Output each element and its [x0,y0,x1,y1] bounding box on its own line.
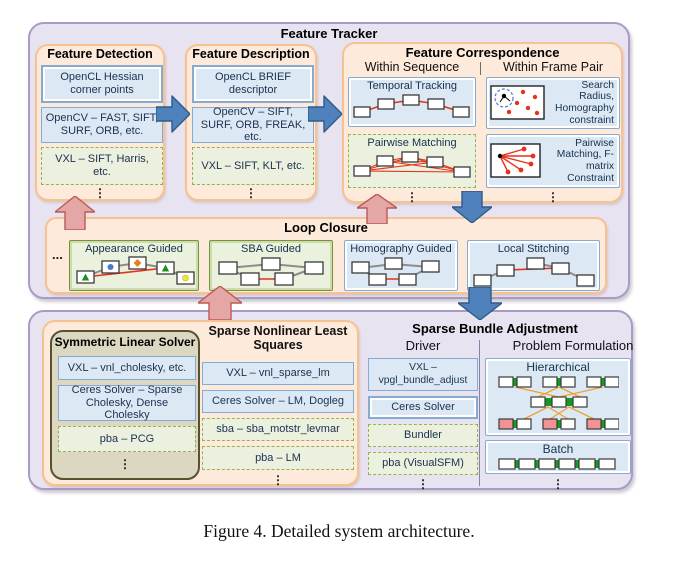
box-pba-visualsfm: pba (VisualSFM) [368,452,478,475]
within-frame-pair-header: Within Frame Pair [502,60,604,74]
appearance-guided-label: Appearance Guided [85,243,183,255]
more-ellipsis: ⋮ [272,473,284,487]
feature-correspondence-panel: Feature Correspondence Within Sequence W… [342,42,623,203]
sba-guided-label: SBA Guided [241,243,301,255]
box-vxl-cholesky: VXL – vnl_cholesky, etc. [58,356,196,380]
feature-tracker-title: Feature Tracker [280,26,378,41]
more-ellipsis: ⋮ [552,477,564,491]
box-pba-pcg: pba – PCG [58,426,196,452]
box-opencv-detectors: OpenCV – FAST, SIFT, SURF, ORB, etc. [41,107,163,143]
pairwise-matching-box: Pairwise Matching [348,134,476,188]
blue-right-arrow-icon [156,95,190,133]
within-sequence-header: Within Sequence [364,60,460,74]
temporal-tracking-label: Temporal Tracking [367,80,457,92]
homography-guided-diagram [350,257,440,286]
box-vxl-detectors: VXL – SIFT, Harris, etc. [41,147,163,185]
pink-up-arrow-icon [55,196,95,230]
loop-closure-title: Loop Closure [284,220,368,235]
batch-diagram [498,458,616,470]
more-ellipsis: ⋮ [406,190,418,204]
f-matrix-label: Pairwise Matching, F-matrix Constraint [556,137,614,184]
hierarchical-diagram [498,376,619,430]
box-ceres-solver-driver: Ceres Solver [368,396,478,419]
batch-box: Batch [485,440,631,474]
temporal-tracking-diagram [353,94,470,118]
box-sba-levmar: sba – sba_motstr_levmar [202,418,354,441]
search-radius-box: Search Radius, Homography constraint [486,77,620,129]
solver-band-panel: Symmetric Linear Solver VXL – vnl_choles… [42,320,359,486]
box-vxl-descriptors: VXL – SIFT, KLT, etc. [192,147,314,185]
sba-guided-diagram [218,257,324,286]
box-vxl-sparse-lm: VXL – vnl_sparse_lm [202,362,354,385]
box-pba-lm: pba – LM [202,446,354,470]
homography-guided-label: Homography Guided [350,243,452,255]
sba-guided-box: SBA Guided [209,240,333,291]
more-ellipsis: ⋮ [119,457,131,471]
pairwise-matching-diagram [353,151,471,178]
pink-up-arrow-icon [357,194,397,224]
more-ellipsis: ⋮ [94,186,106,200]
feature-detection-panel: Feature Detection OpenCL Hessian corner … [35,44,165,201]
more-ellipsis: ⋮ [547,190,559,204]
symmetric-linear-solver-title: Symmetric Linear Solver [54,335,196,349]
problem-formulation-title: Problem Formulation [512,338,634,353]
f-matrix-diagram [490,143,541,178]
box-ceres-lm-dogleg: Ceres Solver – LM, Dogleg [202,390,354,413]
column-divider [480,62,481,75]
search-radius-diagram [490,85,545,120]
homography-guided-box: Homography Guided [344,240,458,291]
feature-correspondence-title: Feature Correspondence [405,45,560,60]
feature-description-panel: Feature Description OpenCL BRIEF descrip… [185,44,317,201]
appearance-guided-diagram [76,256,195,285]
pink-up-arrow-icon [198,286,242,320]
search-radius-label: Search Radius, Homography constraint [555,79,614,126]
appearance-guided-box: Appearance Guided [69,240,199,291]
sparse-nonlinear-least-squares-title: Sparse Nonlinear Least Squares [208,324,348,353]
hierarchical-label: Hierarchical [526,360,590,374]
loop-closure-panel: Loop Closure ... Appearance Guided [45,217,607,294]
local-stitching-diagram [472,257,595,287]
feature-description-title: Feature Description [192,47,310,61]
blue-right-arrow-icon [308,95,342,133]
temporal-tracking-box: Temporal Tracking [348,77,476,127]
sparse-bundle-adjustment-panel: Sparse Bundle Adjustment Symmetric Linea… [28,310,633,490]
more-ellipsis: ⋮ [417,477,429,491]
leading-ellipsis: ... [52,247,63,262]
box-opencv-descriptors: OpenCV – SIFT, SURF, ORB, FREAK, etc. [192,106,314,143]
hierarchical-box: Hierarchical [485,358,631,436]
figure-caption: Figure 4. Detailed system architecture. [203,521,475,541]
symmetric-linear-solver-panel: Symmetric Linear Solver VXL – vnl_choles… [50,330,200,480]
box-bundler: Bundler [368,424,478,447]
f-matrix-box: Pairwise Matching, F-matrix Constraint [486,134,620,188]
sparse-bundle-adjustment-title: Sparse Bundle Adjustment [412,321,578,336]
column-divider [479,340,480,486]
box-opencl-hessian: OpenCL Hessian corner points [41,65,163,103]
more-ellipsis: ⋮ [245,186,257,200]
feature-detection-title: Feature Detection [47,47,153,61]
feature-tracker-panel: Feature Tracker Feature Detection OpenCL… [28,22,630,299]
local-stitching-box: Local Stitching [467,240,600,291]
box-vxl-vpgl-bundle-adjust: VXL – vpgl_bundle_adjust [368,358,478,391]
blue-down-arrow-icon [452,191,492,223]
pairwise-matching-label: Pairwise Matching [367,137,457,149]
driver-title: Driver [405,338,441,353]
box-ceres-cholesky: Ceres Solver – Sparse Cholesky, Dense Ch… [58,384,196,421]
box-opencl-brief: OpenCL BRIEF descriptor [192,65,314,103]
local-stitching-label: Local Stitching [497,243,570,255]
blue-down-arrow-icon [458,287,502,320]
batch-label: Batch [542,442,574,456]
